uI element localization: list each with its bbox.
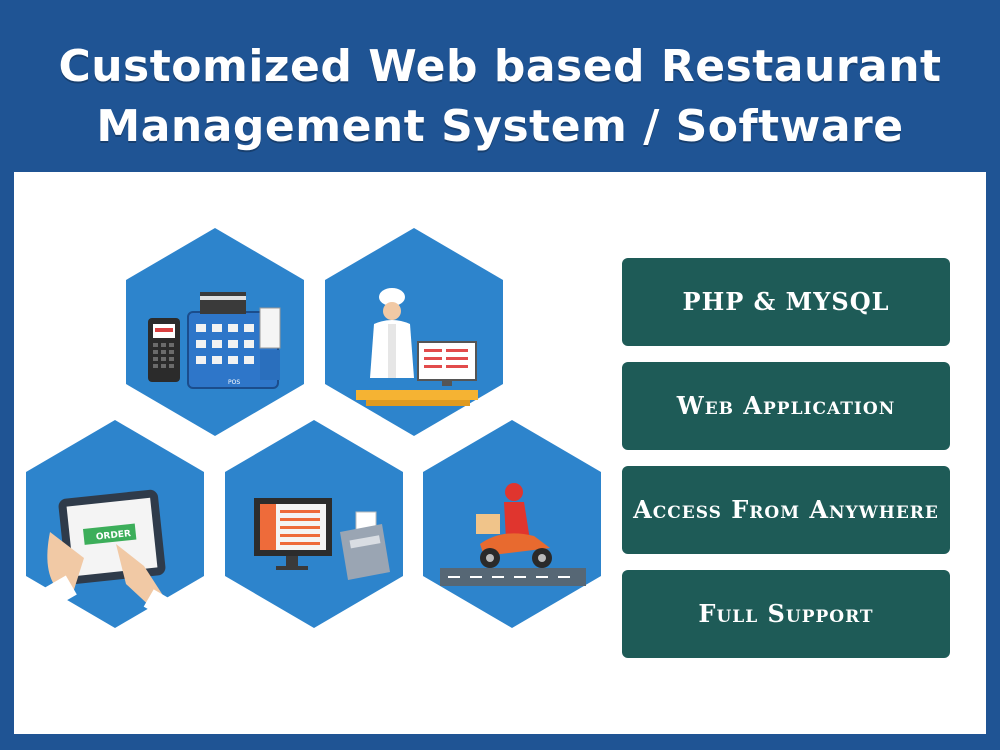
- title-line-2: Management System / Software: [96, 101, 904, 153]
- page-title: Customized Web based Restaurant Manageme…: [0, 37, 1000, 157]
- feature-php-mysql: PHP & MYSQL: [622, 258, 950, 346]
- feature-web-application: Web Application: [622, 362, 950, 450]
- chef-icon: [325, 228, 503, 436]
- order-label: ORDER: [95, 529, 131, 543]
- delivery-scooter-icon: [423, 420, 601, 628]
- feature-full-support: Full Support: [622, 570, 950, 658]
- feature-access-anywhere: Access From Anywhere: [622, 466, 950, 554]
- title-line-1: Customized Web based Restaurant: [58, 41, 942, 93]
- content-panel: POS ORDER: [14, 172, 986, 734]
- pos-terminal-icon: POS: [126, 228, 304, 436]
- pos-label: POS: [228, 379, 240, 386]
- billing-monitor-icon: [225, 420, 403, 628]
- tablet-order-icon: ORDER: [26, 420, 204, 628]
- hexagon-illustrations: POS ORDER: [26, 228, 601, 628]
